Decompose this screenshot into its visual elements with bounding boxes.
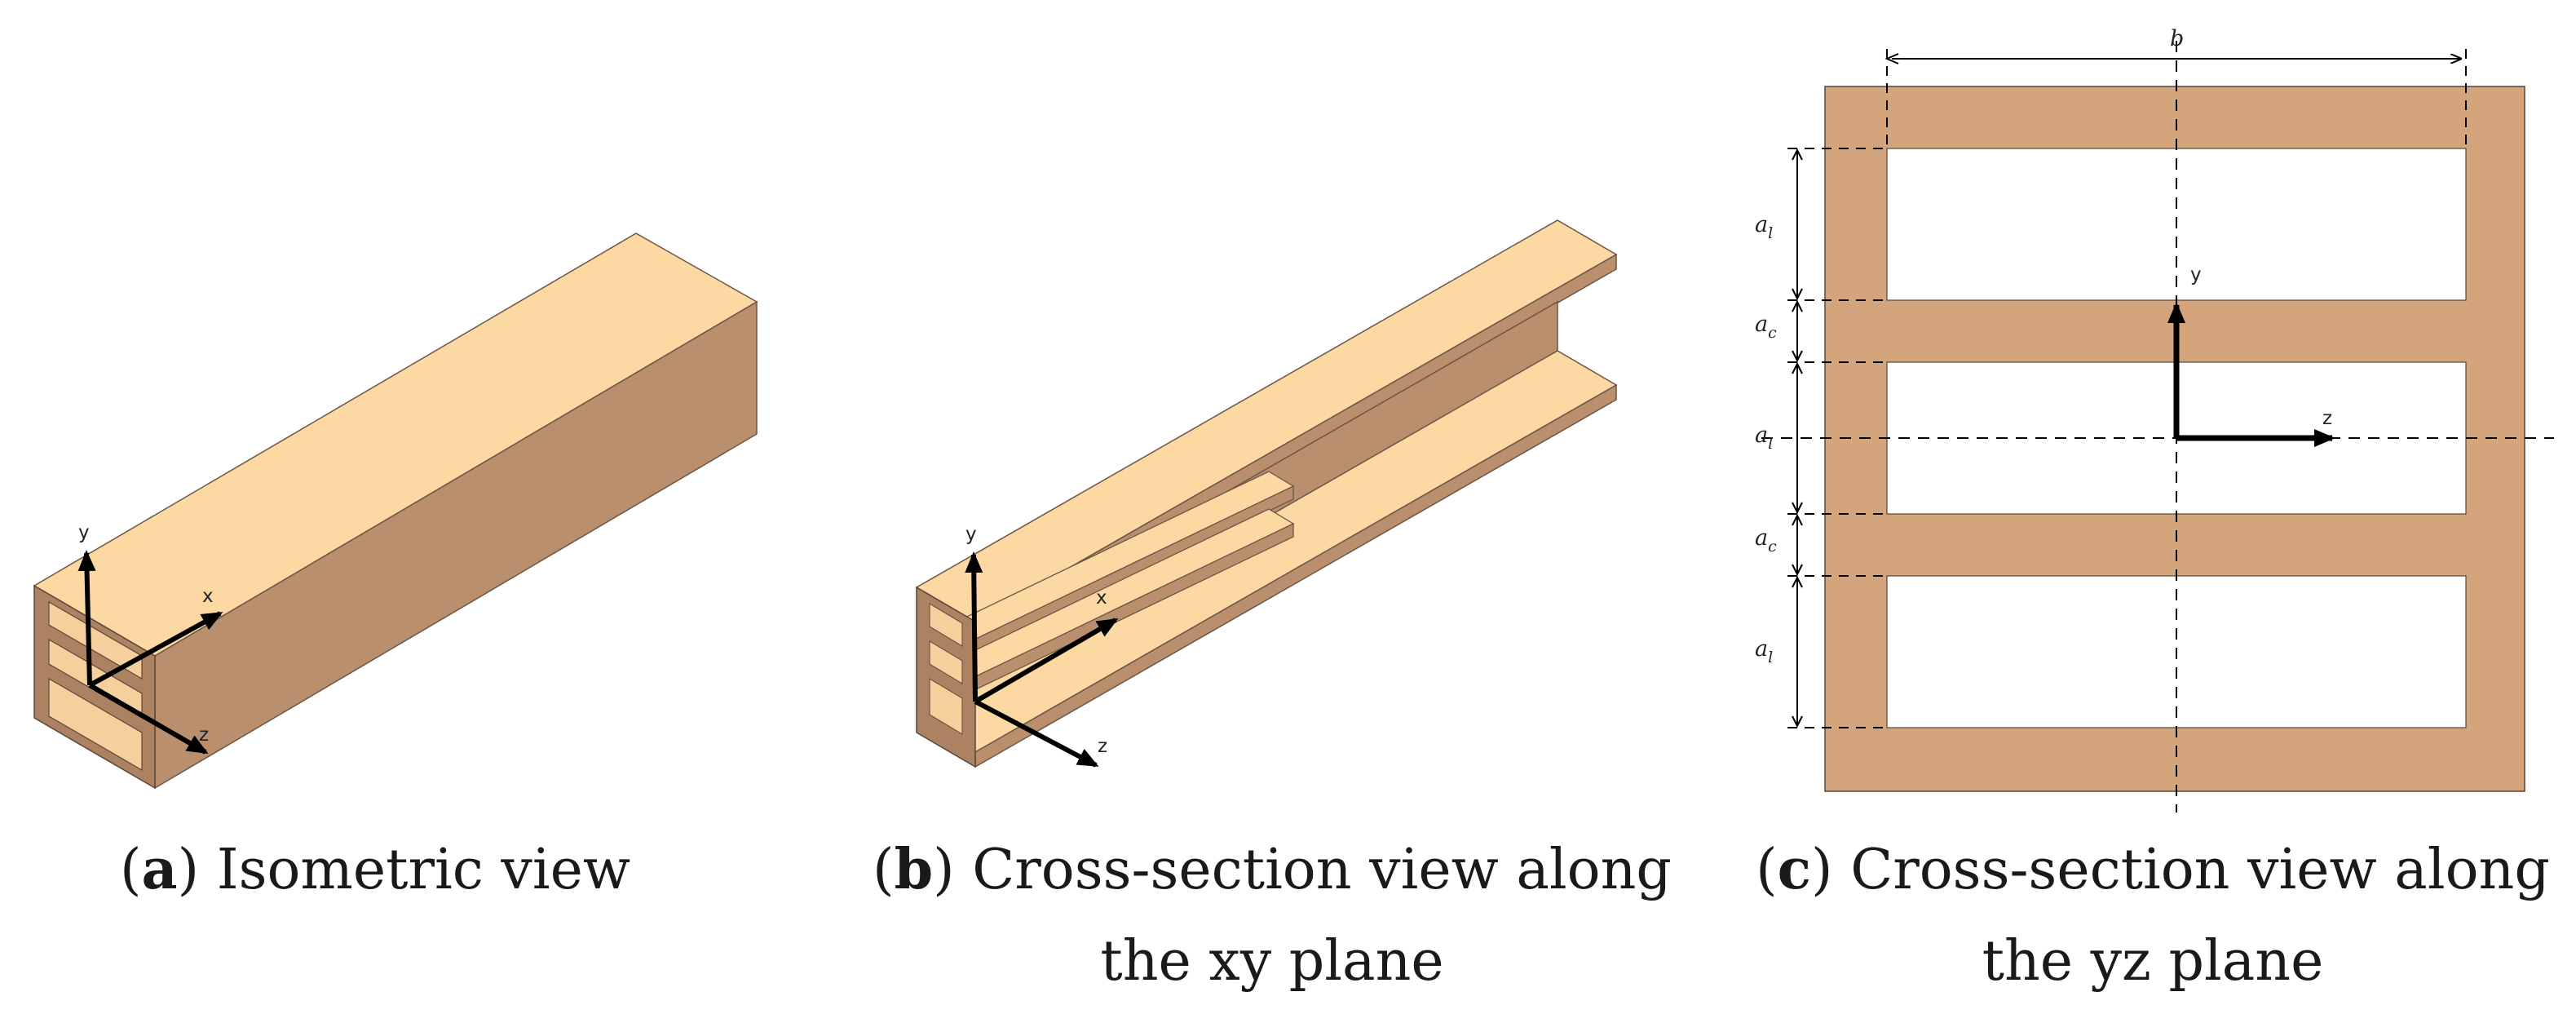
axis-label-y: y: [78, 522, 90, 543]
dimension-label-a-c-2: ac: [1755, 525, 1777, 556]
section-opening-1: [929, 603, 963, 647]
dimension-arrows: [1792, 148, 1803, 728]
caption-b: (b) Cross-section view along the xy plan…: [873, 837, 1672, 994]
dimension-b-label: b: [2170, 26, 2184, 51]
section-opening-3: [929, 678, 963, 735]
axis-label-z: z: [1098, 736, 1107, 757]
section-opening-2: [929, 640, 963, 684]
axis-label-z: z: [2322, 408, 2332, 429]
dimension-labels: al ac al ac al: [1755, 212, 1777, 666]
axes-c: y z: [2167, 264, 2335, 447]
panel-b-cross-section-xy: y x z: [915, 219, 1618, 768]
dimension-label-a-c-1: ac: [1755, 312, 1777, 342]
caption-c: (c) Cross-section view along the yz plan…: [1756, 837, 2550, 994]
beam-opening-3: [48, 677, 143, 772]
dimension-label-a-l-1: al: [1755, 212, 1773, 242]
dimension-label-a-l-2: al: [1755, 423, 1773, 453]
panel-c-cross-section-yz: b al ac al ac: [1755, 26, 2554, 812]
beam-opening-1: [48, 600, 143, 680]
axis-label-x: x: [1096, 587, 1107, 609]
axis-label-y: y: [965, 524, 977, 545]
axes-a: y x z: [77, 522, 223, 755]
panel-a-isometric-beam: y x z: [33, 232, 758, 790]
axes-b: y x z: [965, 524, 1119, 768]
caption-a: (a) Isometric view: [119, 837, 631, 902]
dimension-b: b: [1885, 26, 2467, 148]
axis-label-x: x: [202, 586, 214, 607]
axis-label-z: z: [199, 724, 209, 746]
axis-label-y: y: [2190, 264, 2202, 286]
dimension-label-a-l-3: al: [1755, 636, 1773, 666]
